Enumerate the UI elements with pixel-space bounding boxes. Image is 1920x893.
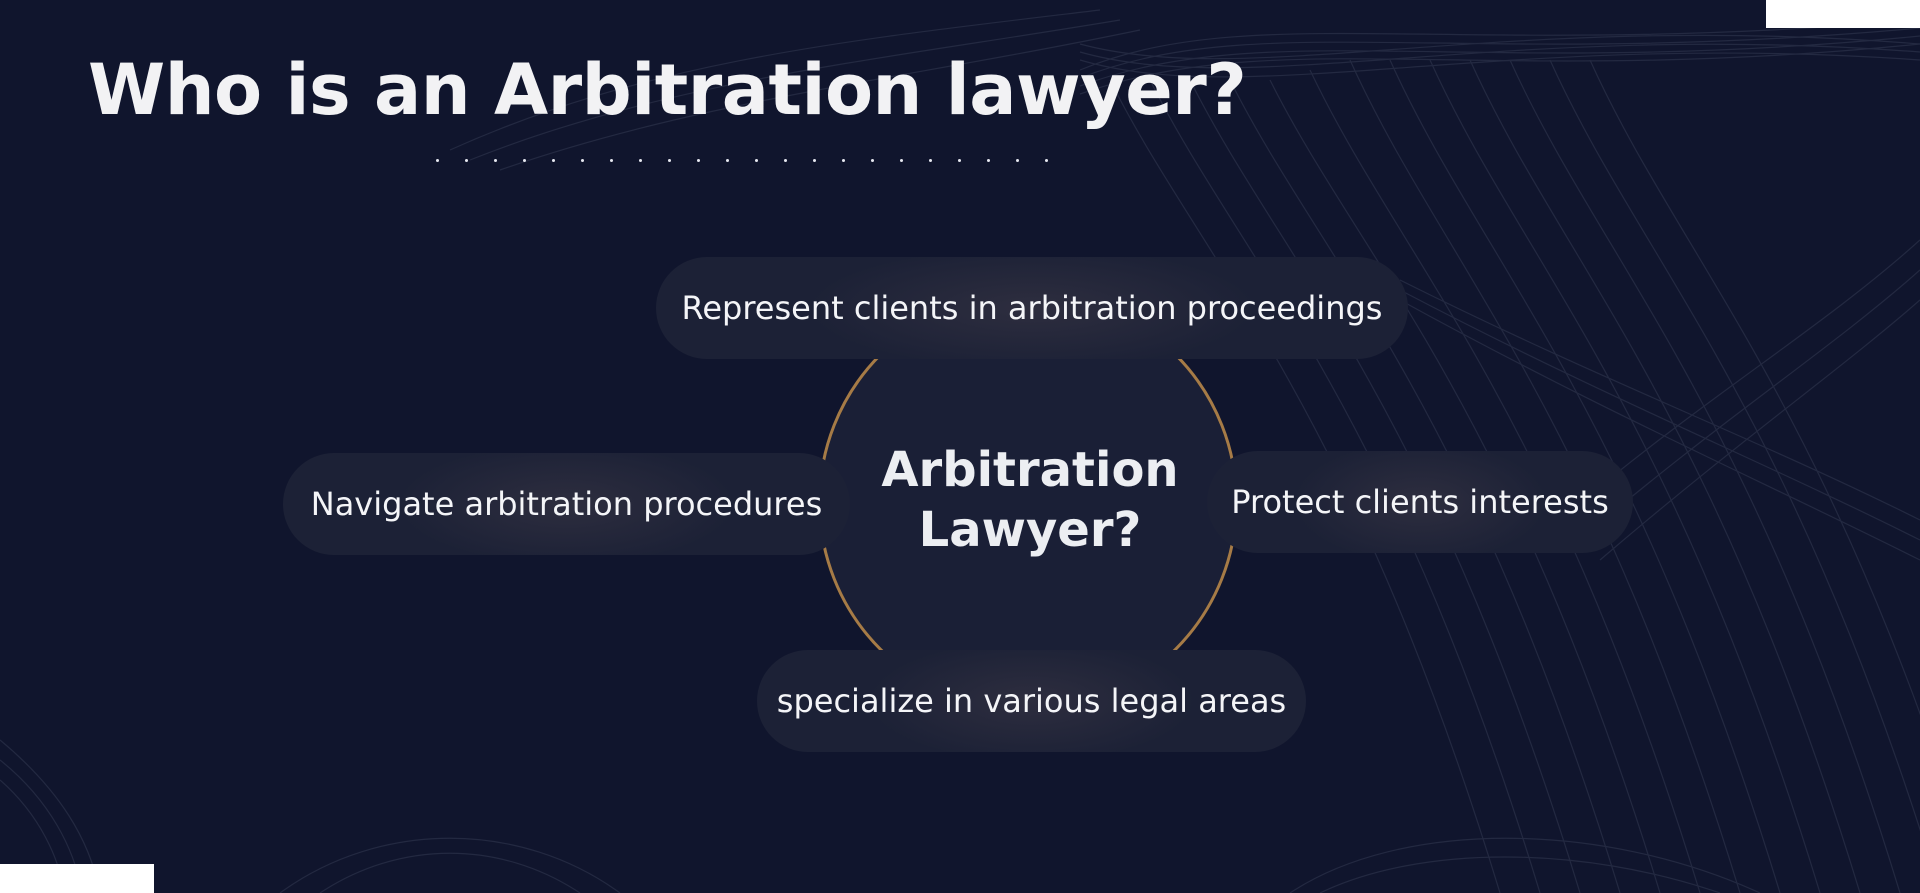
underline-dot bbox=[465, 158, 468, 162]
underline-dot bbox=[668, 158, 671, 162]
point-text-left: Navigate arbitration procedures bbox=[310, 485, 823, 523]
underline-dot bbox=[610, 158, 613, 162]
title-dotted-underline bbox=[436, 157, 1048, 163]
corner-block-bottom-left bbox=[0, 864, 154, 893]
point-text-right: Protect clients interests bbox=[1231, 483, 1609, 521]
underline-dot bbox=[813, 158, 816, 162]
point-pill-top: Represent clients in arbitration proceed… bbox=[656, 257, 1408, 359]
hub-circle bbox=[818, 292, 1238, 712]
point-pill-bottom: specialize in various legal areas bbox=[757, 650, 1306, 752]
hub-label-line2: Lawyer? bbox=[918, 502, 1142, 558]
underline-dot bbox=[958, 158, 961, 162]
point-text-bottom: specialize in various legal areas bbox=[776, 682, 1287, 720]
underline-dot bbox=[842, 158, 845, 162]
point-pill-right: Protect clients interests bbox=[1207, 451, 1633, 553]
point-text-top: Represent clients in arbitration proceed… bbox=[681, 289, 1383, 327]
underline-dot bbox=[697, 158, 700, 162]
underline-dot bbox=[1045, 158, 1048, 162]
underline-dot bbox=[755, 158, 758, 162]
underline-dot bbox=[1016, 158, 1019, 162]
corner-block-top-right bbox=[1766, 0, 1920, 28]
underline-dot bbox=[784, 158, 787, 162]
underline-dot bbox=[552, 158, 555, 162]
hub-label: Arbitration Lawyer? bbox=[830, 440, 1230, 560]
underline-dot bbox=[436, 158, 439, 162]
underline-dot bbox=[581, 158, 584, 162]
underline-dot bbox=[494, 158, 497, 162]
underline-dot bbox=[900, 158, 903, 162]
underline-dot bbox=[639, 158, 642, 162]
point-pill-left: Navigate arbitration procedures bbox=[283, 453, 850, 555]
hub-label-line1: Arbitration bbox=[881, 442, 1179, 498]
underline-dot bbox=[523, 158, 526, 162]
underline-dot bbox=[987, 158, 990, 162]
underline-dot bbox=[929, 158, 932, 162]
underline-dot bbox=[871, 158, 874, 162]
underline-dot bbox=[726, 158, 729, 162]
slide-title: Who is an Arbitration lawyer? bbox=[88, 49, 1247, 131]
